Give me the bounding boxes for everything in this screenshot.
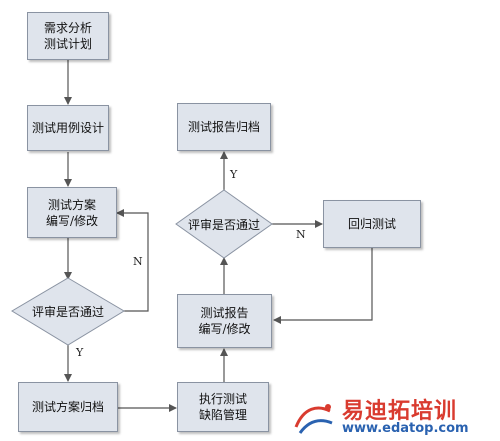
node-test-report-archive: 测试报告归档 bbox=[177, 103, 271, 151]
edge-label-left-yes: Y bbox=[76, 346, 84, 359]
watermark-chinese: 易迪拓培训 bbox=[342, 399, 458, 424]
watermark-logo-icon bbox=[294, 404, 333, 434]
node-test-plan-archive: 测试方案归档 bbox=[18, 382, 118, 432]
arrow-review-no-back bbox=[116, 209, 149, 312]
node-test-plan-write: 测试方案 编写/修改 bbox=[27, 187, 117, 238]
node-test-report-write: 测试报告 编写/修改 bbox=[177, 294, 272, 348]
watermark-url: www.edatop.com bbox=[342, 421, 469, 436]
watermark: 易迪拓培训 www.edatop.com bbox=[286, 393, 500, 441]
diamond-review-right bbox=[175, 189, 273, 259]
diamond-review-left-label: 评审是否通过 bbox=[31, 305, 104, 319]
node-test-case-design: 测试用例设计 bbox=[27, 105, 109, 151]
edge-label-right-no: N bbox=[296, 228, 306, 241]
edge-label-right-yes: Y bbox=[230, 168, 238, 181]
node-regression-test: 回归测试 bbox=[323, 200, 421, 248]
diamond-review-left bbox=[11, 277, 125, 346]
diamond-review-right-label: 评审是否通过 bbox=[187, 218, 260, 232]
edge-label-left-no: N bbox=[133, 255, 143, 268]
node-execute-test: 执行测试 缺陷管理 bbox=[177, 382, 269, 432]
node-requirements-analysis: 需求分析 测试计划 bbox=[27, 12, 109, 60]
arrow-regression-to-report bbox=[273, 248, 373, 324]
